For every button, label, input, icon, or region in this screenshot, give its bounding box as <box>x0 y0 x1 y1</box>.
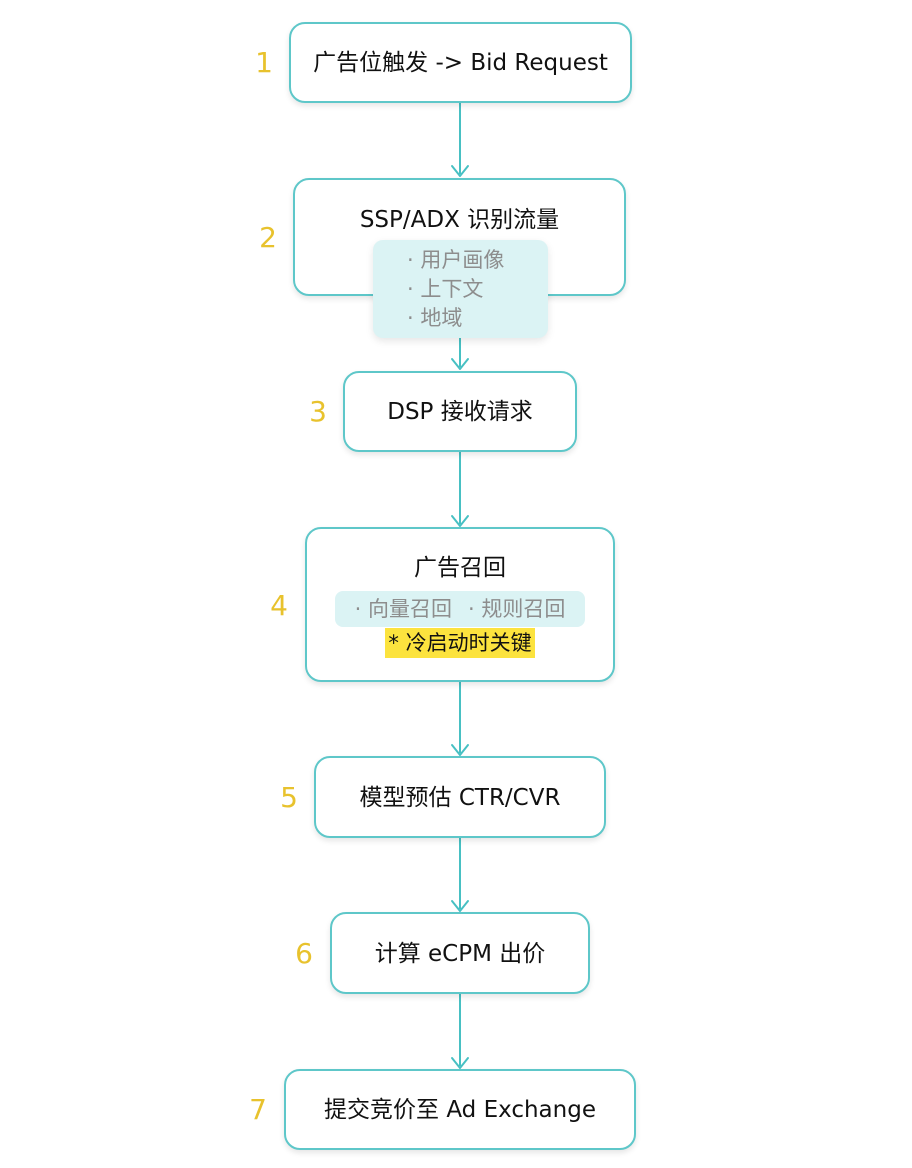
arrowhead-5-6 <box>451 900 469 912</box>
step-3-box: DSP 接收请求 <box>343 371 577 452</box>
step-2-title: SSP/ADX 识别流量 <box>359 207 560 233</box>
arrowhead-1-2 <box>451 165 469 177</box>
step-3-number: 3 <box>309 395 327 428</box>
arrowhead-6-7 <box>451 1057 469 1069</box>
arrowhead-2-3 <box>451 358 469 370</box>
step-1-box: 广告位触发 -> Bid Request <box>289 22 632 103</box>
traffic-attributes-card: · 用户画像 · 上下文 · 地域 <box>373 240 548 338</box>
detail-context: · 上下文 <box>407 277 484 301</box>
step-3-title: DSP 接收请求 <box>387 399 533 425</box>
tag-vector-recall: · 向量召回 <box>354 597 452 621</box>
detail-region: · 地域 <box>407 306 463 330</box>
arrowhead-4-5 <box>451 744 469 756</box>
cold-start-note: * 冷启动时关键 <box>385 628 535 658</box>
step-1-number: 1 <box>255 46 273 79</box>
step-6-title: 计算 eCPM 出价 <box>374 941 546 967</box>
step-5-number: 5 <box>280 781 298 814</box>
step-1-title: 广告位触发 -> Bid Request <box>313 50 608 76</box>
step-5-title: 模型预估 CTR/CVR <box>359 785 561 811</box>
recall-methods-tags: · 向量召回 · 规则召回 <box>335 591 585 627</box>
step-5-box: 模型预估 CTR/CVR <box>314 756 606 838</box>
step-6-box: 计算 eCPM 出价 <box>330 912 590 994</box>
tag-rule-recall: · 规则召回 <box>468 597 566 621</box>
step-4-title: 广告召回 <box>414 555 506 581</box>
step-4-number: 4 <box>270 589 288 622</box>
step-2-number: 2 <box>259 221 277 254</box>
step-7-title: 提交竞价至 Ad Exchange <box>324 1097 596 1123</box>
arrowhead-3-4 <box>451 515 469 527</box>
step-7-box: 提交竞价至 Ad Exchange <box>284 1069 636 1150</box>
detail-user-profile: · 用户画像 <box>407 248 505 272</box>
step-6-number: 6 <box>295 937 313 970</box>
step-7-number: 7 <box>249 1093 267 1126</box>
